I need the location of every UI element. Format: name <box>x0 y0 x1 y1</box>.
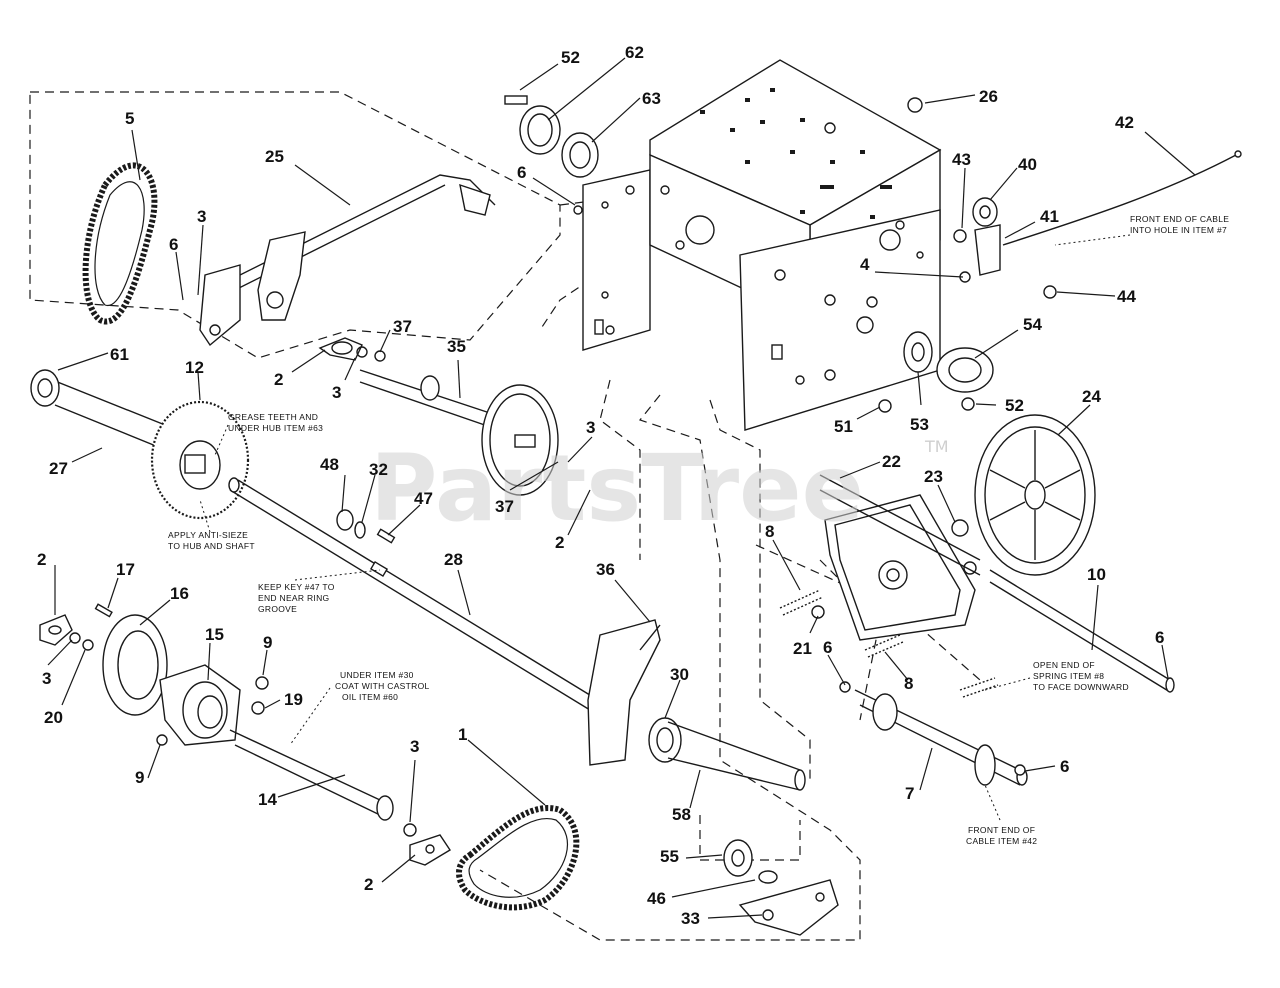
callout-label: 17 <box>116 560 135 579</box>
callout-label: 28 <box>444 550 463 569</box>
chain-upper <box>82 162 158 325</box>
callout-label: 2 <box>555 533 564 552</box>
callout-label: 58 <box>672 805 691 824</box>
watermark-tm: TM <box>924 437 949 456</box>
frame-housing-top <box>649 59 942 322</box>
callout-label: 3 <box>42 669 51 688</box>
callout-label: 20 <box>44 708 63 727</box>
callout-label: 48 <box>320 455 339 474</box>
callout-label: 37 <box>495 497 514 516</box>
callout-label: 36 <box>596 560 615 579</box>
upper-right-parts <box>504 95 1242 413</box>
callout-label: 8 <box>904 674 913 693</box>
callout-label: 61 <box>110 345 129 364</box>
hub-assembly-left <box>39 603 451 866</box>
callout-label: 24 <box>1082 387 1101 406</box>
callout-label: 6 <box>1060 757 1069 776</box>
shaft-middle <box>318 337 559 496</box>
callout-label: 14 <box>258 790 277 809</box>
callout-label: 16 <box>170 584 189 603</box>
callout-label: 46 <box>647 889 666 908</box>
callout-label: 32 <box>369 460 388 479</box>
note-cable-front: FRONT END OF CABLE INTO HOLE IN ITEM #7 <box>1130 214 1232 235</box>
callout-label: 1 <box>458 725 467 744</box>
callout-label: 52 <box>561 48 580 67</box>
callout-label: 33 <box>681 909 700 928</box>
callout-label: 23 <box>924 467 943 486</box>
callout-label: 35 <box>447 337 466 356</box>
callout-label: 6 <box>517 163 526 182</box>
springs <box>779 589 999 698</box>
callout-label: 30 <box>670 665 689 684</box>
watermark-text: PartsTree <box>370 435 864 542</box>
lower-shaft-assembly-7 <box>839 681 1028 786</box>
note-keep-key: KEEP KEY #47 TO END NEAR RING GROOVE <box>258 582 337 614</box>
note-grease-teeth: GREASE TEETH AND UNDER HUB ITEM #63 <box>228 412 323 433</box>
note-anti-sieze: APPLY ANTI-SIEZE TO HUB AND SHAFT <box>168 530 255 551</box>
callout-label: 25 <box>265 147 284 166</box>
callout-label: 4 <box>860 255 870 274</box>
callout-labels: 52 62 63 26 42 5 25 6 43 40 41 3 6 4 44 … <box>37 43 1164 928</box>
shaft-left-gear <box>30 369 250 520</box>
callout-label: 42 <box>1115 113 1134 132</box>
callout-label: 5 <box>125 109 134 128</box>
callout-label: 37 <box>393 317 412 336</box>
callout-label: 63 <box>642 89 661 108</box>
callout-label: 47 <box>414 489 433 508</box>
frame-plate-left <box>582 169 651 351</box>
callout-label: 43 <box>952 150 971 169</box>
callout-label: 44 <box>1117 287 1136 306</box>
callout-label: 6 <box>823 638 832 657</box>
note-spring-open-end: OPEN END OF SPRING ITEM #8 TO FACE DOWNW… <box>1033 660 1129 692</box>
callout-label: 2 <box>37 550 46 569</box>
callout-label: 3 <box>586 418 595 437</box>
callout-label: 3 <box>410 737 419 756</box>
callout-label: 21 <box>793 639 812 658</box>
callout-label: 53 <box>910 415 929 434</box>
callout-label: 26 <box>979 87 998 106</box>
callout-label: 9 <box>263 633 272 652</box>
callout-label: 2 <box>364 875 373 894</box>
shaft-long-lower <box>228 477 602 714</box>
callout-label: 6 <box>169 235 178 254</box>
callout-label: 3 <box>332 383 341 402</box>
callout-label: 8 <box>765 522 774 541</box>
assembly-outlines <box>29 91 981 941</box>
callout-label: 54 <box>1023 315 1042 334</box>
callout-label: 27 <box>49 459 68 478</box>
callout-label: 19 <box>284 690 303 709</box>
callout-label: 9 <box>135 768 144 787</box>
callout-label: 62 <box>625 43 644 62</box>
callout-label: 55 <box>660 847 679 866</box>
leader-lines <box>47 57 1196 919</box>
callout-label: 3 <box>197 207 206 226</box>
note-cable-42: FRONT END OF CABLE ITEM #42 <box>966 825 1038 846</box>
callout-label: 7 <box>905 784 914 803</box>
bracket-assembly-36-30 <box>587 619 839 936</box>
callout-label: 6 <box>1155 628 1164 647</box>
shaft-upper-lever <box>199 174 496 347</box>
callout-label: 52 <box>1005 396 1024 415</box>
note-castrol-oil: UNDER ITEM #30 COAT WITH CASTROL OIL ITE… <box>335 670 432 702</box>
callout-label: 2 <box>274 370 283 389</box>
callout-label: 51 <box>834 417 853 436</box>
callout-label: 22 <box>882 452 901 471</box>
assembly-notes: FRONT END OF CABLE INTO HOLE IN ITEM #7 … <box>168 214 1232 846</box>
watermark: PartsTree TM <box>370 435 949 542</box>
callout-label: 15 <box>205 625 224 644</box>
pulley-wheel-24 <box>974 414 1096 576</box>
chain-lower <box>456 805 580 911</box>
callout-label: 12 <box>185 358 204 377</box>
callout-label: 10 <box>1087 565 1106 584</box>
callout-label: 40 <box>1018 155 1037 174</box>
callout-label: 41 <box>1040 207 1059 226</box>
drive-plate-assembly <box>819 474 1175 693</box>
